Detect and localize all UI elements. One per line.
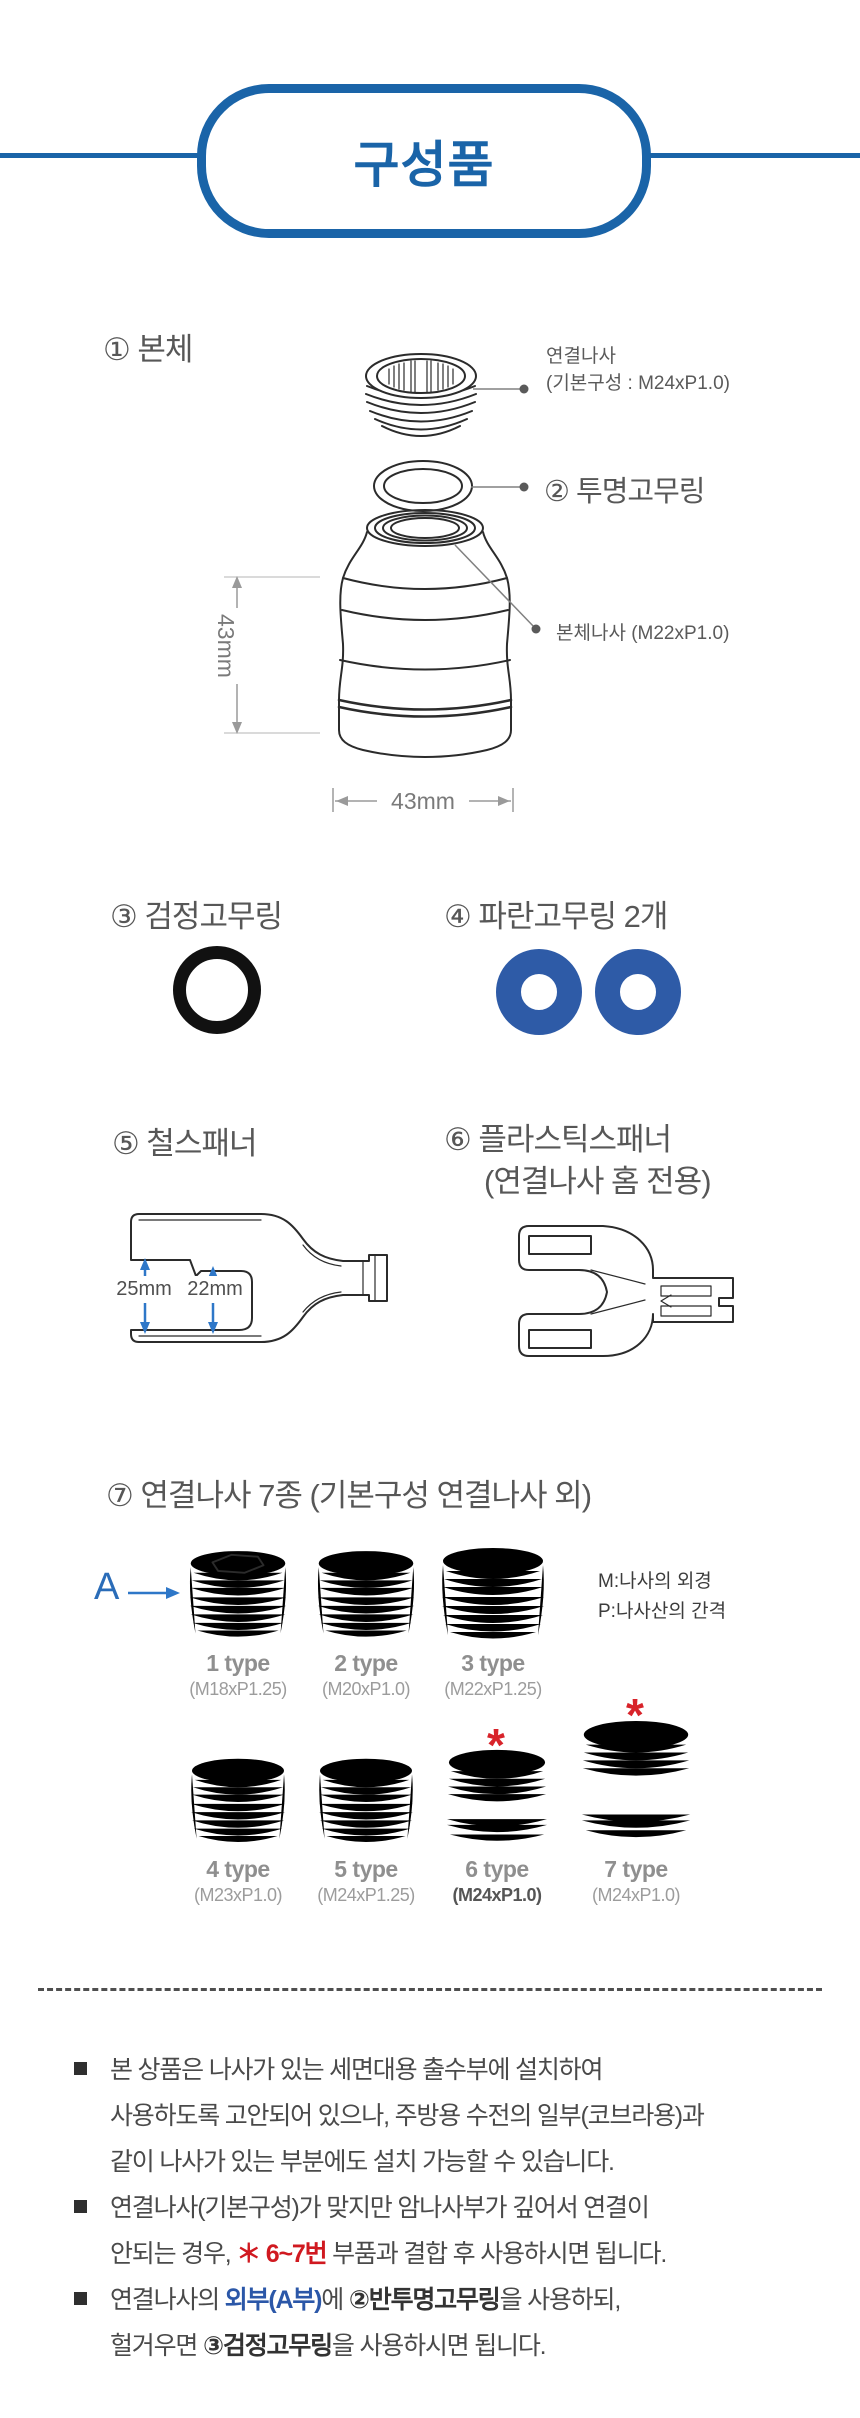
bullet-square-3 xyxy=(74,2292,87,2305)
adapter-spec-4: (M23xP1.0) xyxy=(193,1885,283,1905)
adapter-spec-7: (M24xP1.0) xyxy=(591,1885,681,1905)
section-title-blue-rings: ④ 파란고무링 2개 xyxy=(444,899,668,934)
page-title: 구성품 xyxy=(353,137,495,193)
adapter-label-5: 5 type xyxy=(334,1856,398,1882)
adapter-spec-3: (M22xP1.25) xyxy=(444,1679,542,1699)
adapter-screw-1 xyxy=(189,1551,287,1637)
adapter-label-3: 3 type xyxy=(461,1650,525,1676)
legend-p: P:나사산의 간격 xyxy=(598,1601,727,1622)
section-title-adapters: ⑦ 연결나사 7종 (기본구성 연결나사 외) xyxy=(106,1478,592,1513)
section-title-black-ring: ③ 검정고무링 xyxy=(110,899,283,934)
width-dimension: 43mm xyxy=(377,788,469,815)
adapter-screw-2 xyxy=(317,1551,415,1637)
section-title-steel-spanner: ⑤ 철스패너 xyxy=(112,1126,257,1161)
adapter-screw-5 xyxy=(319,1758,413,1843)
note-2-line-1: 연결나사(기본구성)가 맞지만 암나사부가 깊어서 연결이 xyxy=(110,2194,650,2222)
adapter-label-7: 7 type xyxy=(604,1856,668,1882)
note-3-highlight-bold-1: ②반투명고무링 xyxy=(348,2286,501,2314)
legend-m: M:나사의 외경 xyxy=(598,1571,712,1592)
note-3-line-2: 헐거우면 ③검정고무링을 사용하시면 됩니다. xyxy=(110,2326,547,2362)
note-3-post: 을 사용하되, xyxy=(499,2286,622,2314)
diagram-annotations xyxy=(224,384,541,812)
adapter-spec-5: (M24xP1.25) xyxy=(317,1885,415,1905)
marker-a-label: A xyxy=(94,1566,120,1608)
note-3-l2-post: 을 사용하시면 됩니다. xyxy=(331,2332,547,2360)
black-ring xyxy=(173,946,261,1034)
section-title-plastic-spanner: ⑥ 플라스틱스패너 xyxy=(444,1122,672,1157)
adapter-screw-3 xyxy=(442,1548,544,1639)
adapter-spec-6: (M24xP1.0) xyxy=(452,1885,542,1905)
note-2-post: 부품과 결합 후 사용하시면 됩니다. xyxy=(326,2240,667,2268)
body-diagram xyxy=(337,509,513,758)
blue-ring-1 xyxy=(496,949,582,1035)
body-screw-label: 본체나사 (M22xP1.0) xyxy=(556,623,730,644)
note-3-line-1: 연결나사의 외부(A부)에 ②반투명고무링을 사용하되, xyxy=(110,2280,622,2316)
note-2-line-2: 안되는 경우, ＊ 6~7번 부품과 결합 후 사용하시면 됩니다. xyxy=(110,2234,667,2270)
note-3-highlight-bold-2: ③검정고무링 xyxy=(202,2332,333,2360)
note-3-mid: 에 xyxy=(321,2286,349,2314)
note-3-highlight-blue: 외부(A부) xyxy=(224,2286,323,2314)
bullet-square-1 xyxy=(74,2062,87,2075)
adapter-spec-2: (M20xP1.0) xyxy=(321,1679,411,1699)
title-pill: 구성품 xyxy=(197,84,651,238)
cap-label-line1: 연결나사 xyxy=(546,346,616,367)
note-2-pre: 안되는 경우, xyxy=(110,2240,237,2268)
plastic-spanner-diagram xyxy=(518,1225,734,1357)
note-3-pre: 연결나사의 xyxy=(110,2286,225,2314)
adapter-screw-4 xyxy=(191,1758,285,1843)
cap-label-line2: (기본구성 : M24xP1.0) xyxy=(546,373,730,394)
adapter-label-1: 1 type xyxy=(206,1650,270,1676)
note-1-line-2: 사용하도록 고안되어 있으나, 주방용 수전의 일부(코브라용)과 xyxy=(110,2102,705,2130)
note-3-l2-pre: 헐거우면 xyxy=(110,2332,203,2360)
adapter-spec-1: (M18xP1.25) xyxy=(189,1679,287,1699)
bullet-square-2 xyxy=(74,2200,87,2213)
blue-ring-2 xyxy=(595,949,681,1035)
marker-a-arrow xyxy=(128,1587,180,1599)
adapter-screw-7 xyxy=(581,1720,691,1838)
section-title-body: ① 본체 xyxy=(103,332,193,367)
height-dimension: 43mm xyxy=(212,608,239,684)
clear-ring-label: ② 투명고무링 xyxy=(544,476,705,508)
steel-spanner-diagram xyxy=(130,1213,388,1343)
adapter-label-4: 4 type xyxy=(206,1856,270,1882)
section-subtitle-plastic-spanner: (연결나사 홈 전용) xyxy=(484,1164,712,1199)
adapter-label-2: 2 type xyxy=(334,1650,398,1676)
note-1-line-1: 본 상품은 나사가 있는 세면대용 출수부에 설치하여 xyxy=(110,2056,603,2084)
dashed-divider xyxy=(38,1988,822,1991)
spanner-outer-dim: 25mm xyxy=(112,1276,176,1303)
note-2-highlight-red: ＊ 6~7번 xyxy=(236,2240,327,2268)
spanner-inner-dim: 22mm xyxy=(184,1276,246,1303)
adapter-screw-6 xyxy=(447,1749,547,1841)
adapter-label-6: 6 type xyxy=(465,1856,529,1882)
cap-diagram xyxy=(365,353,477,437)
note-1-line-3: 같이 나사가 있는 부분에도 설치 가능할 수 있습니다. xyxy=(110,2148,615,2176)
